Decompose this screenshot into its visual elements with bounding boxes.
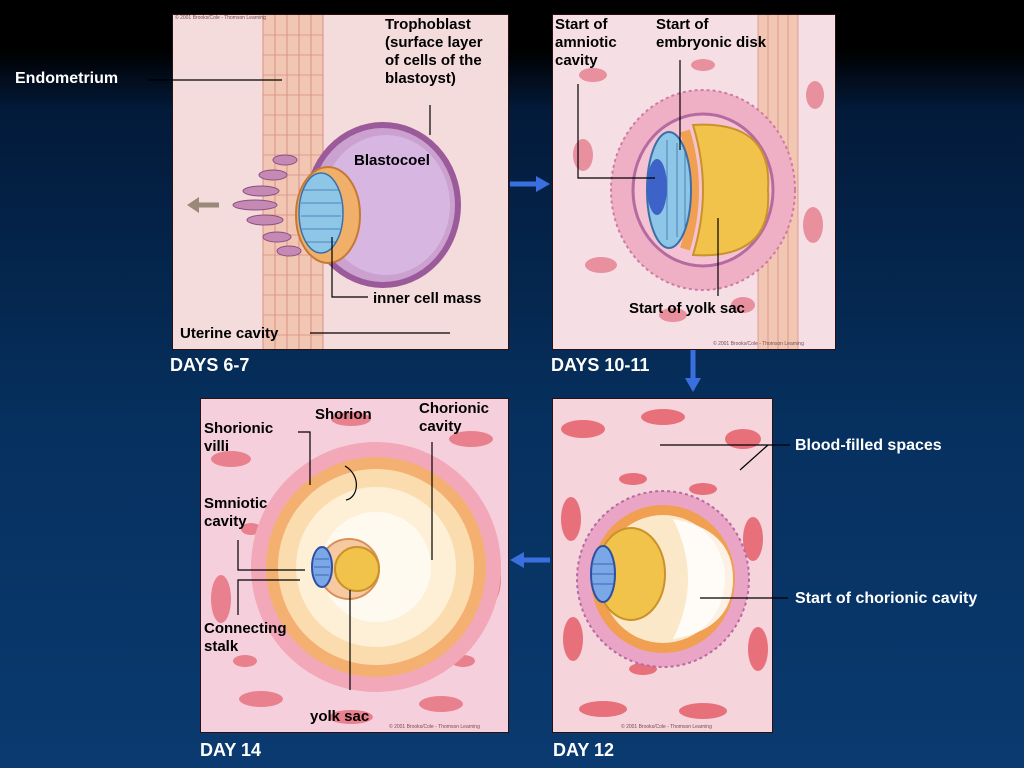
label-blood-filled-spaces: Blood-filled spaces: [795, 437, 942, 454]
label-chorion: Shorion: [315, 406, 372, 423]
label-trophoblast: Trophoblast (surface layer of cells of t…: [385, 16, 483, 87]
label-endometrium: Endometrium: [15, 70, 119, 87]
panel-days-10-11: © 2001 Brooks/Cole - Thomson Learning St…: [553, 15, 835, 349]
blood-filled-spaces-illustration: [553, 399, 772, 732]
label-chorionic-cavity: Chorionic cavity: [419, 400, 489, 435]
label-start-chorionic-cavity: Start of chorionic cavity: [795, 590, 978, 607]
label-chorionic-villi: Shorionic villi: [204, 420, 274, 455]
caption-day-12: DAY 12: [553, 740, 615, 760]
copyright-credit: © 2001 Brooks/Cole - Thomson Learning: [389, 724, 480, 730]
caption-days-10-11: DAYS 10-11: [551, 355, 650, 375]
caption-days-6-7: DAYS 6-7: [170, 355, 250, 375]
label-start-yolk-sac: Start of yolk sac: [629, 300, 745, 317]
label-inner-cell-mass: inner cell mass: [373, 290, 482, 307]
chorionic-cavity-illustration: [201, 399, 508, 732]
panel-day-12: © 2001 Brooks/Cole - Thomson Learning: [553, 399, 772, 732]
label-uterine-cavity: Uterine cavity: [180, 325, 279, 342]
label-yolk-sac: yolk sac: [310, 708, 370, 725]
label-start-amniotic-cavity: Start of amniotic cavity: [555, 16, 617, 69]
caption-day-14: DAY 14: [200, 740, 262, 760]
blastocyst-implantation-illustration: [173, 15, 508, 349]
copyright-credit: © 2001 Brooks/Cole - Thomson Learning: [175, 15, 266, 21]
label-amniotic-cavity: Smniotic cavity: [204, 495, 268, 530]
label-start-embryonic-disk: Start of embryonic disk: [656, 16, 767, 51]
label-connecting-stalk: Connecting stalk: [204, 620, 287, 655]
embryonic-disk-illustration: [553, 15, 835, 349]
panel-day-14: © 2001 Brooks/Cole - Thomson Learning Sh…: [201, 399, 508, 732]
panel-days-6-7: © 2001 Brooks/Cole - Thomson Learning Tr…: [173, 15, 508, 349]
copyright-credit: © 2001 Brooks/Cole - Thomson Learning: [621, 724, 712, 730]
copyright-credit: © 2001 Brooks/Cole - Thomson Learning: [713, 341, 804, 347]
label-blastocoel: Blastocoel: [354, 152, 430, 169]
